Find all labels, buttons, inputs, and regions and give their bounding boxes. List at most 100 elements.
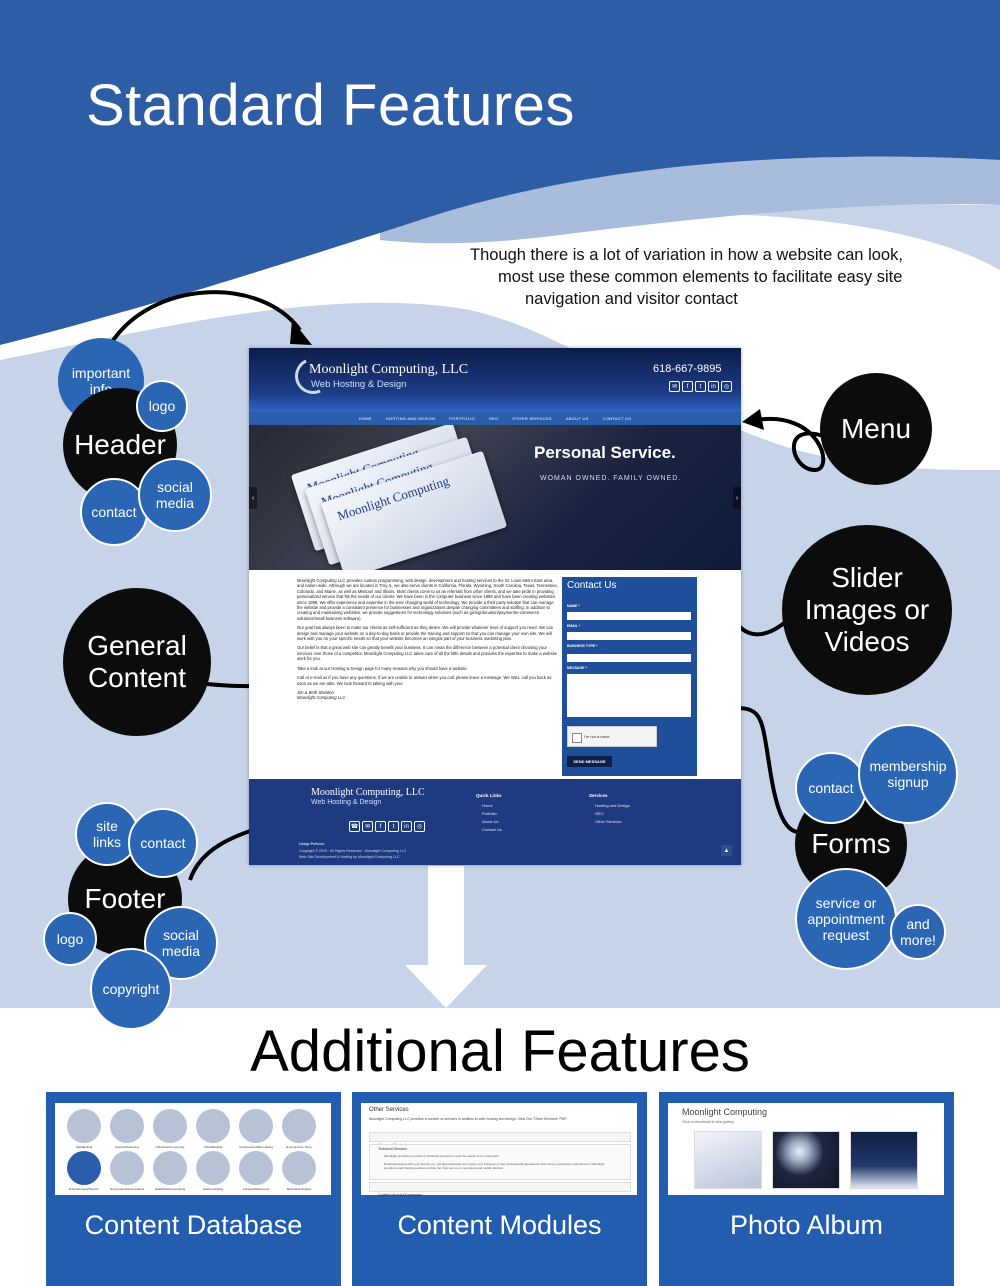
nav-hosting[interactable]: HOSTING AND DESIGN xyxy=(385,416,436,421)
linkedin-icon[interactable]: in xyxy=(401,821,412,832)
phone-icon[interactable]: ☎ xyxy=(349,821,360,832)
footer-label: Footer xyxy=(84,883,166,914)
photo-album-thumbnail: Moonlight Computing Click on thumbnail t… xyxy=(668,1103,944,1195)
social-media-header-label: social media xyxy=(155,479,195,511)
copyright-label: copyright xyxy=(102,981,160,997)
captcha-checkbox[interactable] xyxy=(572,733,582,743)
footer-link-home[interactable]: Home xyxy=(482,803,493,808)
contact-form-title: Contact Us xyxy=(567,580,617,591)
footer-link-seo[interactable]: SEO xyxy=(595,811,604,816)
album-photo[interactable] xyxy=(850,1131,918,1189)
db-caption: Construction/Remodeling xyxy=(239,1145,273,1149)
twitter-icon[interactable]: t xyxy=(388,821,399,832)
social-media-footer-label: social media xyxy=(161,927,201,959)
footer-logo-subtitle: Web Hosting & Design xyxy=(311,799,382,806)
nav-home[interactable]: HOME xyxy=(358,416,372,421)
hero-title: Personal Service. xyxy=(534,443,676,462)
general-content: Moonlight Computing LLC provides custom … xyxy=(297,578,559,701)
social-media-header-bubble: social media xyxy=(138,458,212,532)
album-subtitle: Click on thumbnail to view gallery xyxy=(682,1120,734,1124)
content-modules-label: Content Modules xyxy=(397,1210,602,1240)
slider-bubble: Slider Images or Videos xyxy=(782,525,952,695)
content-database-label: Content Database xyxy=(84,1210,303,1240)
website-mockup: Moonlight Computing, LLC Web Hosting & D… xyxy=(249,348,741,865)
db-item-icon xyxy=(110,1109,144,1143)
db-caption: Clinic/Medical xyxy=(203,1145,223,1149)
album-title: Moonlight Computing xyxy=(682,1107,768,1117)
footer-link-contact[interactable]: Contact Us xyxy=(482,827,502,832)
site-logo-subtitle: Web Hosting & Design xyxy=(311,379,407,390)
site-phone[interactable]: 618-667-9895 xyxy=(653,363,722,375)
photo-album-label: Photo Album xyxy=(729,1210,884,1240)
contact-header-label: contact xyxy=(91,504,137,520)
twitter-icon[interactable]: t xyxy=(695,381,706,392)
header-label: Header xyxy=(74,429,166,460)
db-caption: Government/Associations xyxy=(109,1187,145,1191)
site-header: Moonlight Computing, LLC Web Hosting & D… xyxy=(249,348,741,412)
db-caption: Churches/Community xyxy=(155,1145,185,1149)
instagram-icon[interactable]: ◎ xyxy=(414,821,425,832)
nav-about[interactable]: ABOUT US xyxy=(565,416,589,421)
slider-label: Slider Images or Videos xyxy=(804,562,930,657)
db-caption: E-Commerce Store xyxy=(286,1145,312,1149)
db-item-icon xyxy=(282,1151,316,1185)
slider-next-icon[interactable]: › xyxy=(733,487,741,509)
nav-other-services[interactable]: OTHER SERVICES xyxy=(512,416,552,421)
modules-section-label[interactable]: Technical Services xyxy=(378,1147,407,1151)
db-item-icon xyxy=(153,1151,187,1185)
content-database-thumbnail: Alphabetical Animal Sheltering Churches/… xyxy=(55,1103,331,1195)
modules-section-label[interactable]: Content Modules/Databases xyxy=(378,1193,423,1197)
membership-signup-label: membership signup xyxy=(869,758,947,790)
nav-portfolio[interactable]: PORTFOLIO xyxy=(449,416,476,421)
additional-features-title: Additional Features xyxy=(250,1019,750,1084)
feature-photo-album: Moonlight Computing Click on thumbnail t… xyxy=(659,1092,954,1286)
footer-social-icons: ☎ ✉ f t in ◎ xyxy=(349,821,425,832)
hero-slider: Moonlight Computing Moonlight Computing … xyxy=(249,425,741,570)
db-caption: Musicians/Studios xyxy=(286,1187,312,1191)
footer-link-hosting[interactable]: Hosting and Design xyxy=(595,803,630,808)
page-title: Standard Features xyxy=(86,73,575,138)
modules-detail: Email associated with your domain (i.e. … xyxy=(384,1162,605,1170)
facebook-icon[interactable]: f xyxy=(375,821,386,832)
db-caption: Animal Sheltering xyxy=(115,1145,139,1149)
message-field[interactable] xyxy=(567,674,691,717)
footer-copyright: Copyright © 2019 · All Rights Reserved ·… xyxy=(299,849,407,853)
site-links-label: site links xyxy=(92,818,121,850)
social-icons: ✉ f t in ◎ xyxy=(669,381,732,392)
signature: Jim & Beth Sheldon xyxy=(297,689,334,695)
db-item-icon xyxy=(153,1109,187,1143)
email-icon[interactable]: ✉ xyxy=(362,821,373,832)
db-caption: Healthcare/Counseling xyxy=(154,1187,186,1191)
menu-bubble: Menu xyxy=(820,373,932,485)
album-photo[interactable] xyxy=(694,1131,762,1189)
scroll-top-icon[interactable]: ▲ xyxy=(721,845,732,856)
nav-seo[interactable]: SEO xyxy=(489,416,499,421)
instagram-icon[interactable]: ◎ xyxy=(721,381,732,392)
send-message-button[interactable]: SEND MESSAGE xyxy=(567,756,612,767)
nav-contact[interactable]: CONTACT US xyxy=(602,416,632,421)
contact-forms-bubble: contact xyxy=(795,752,867,824)
album-photo[interactable] xyxy=(772,1131,840,1189)
db-item-icon xyxy=(67,1109,101,1143)
site-footer: Moonlight Computing, LLC Web Hosting & D… xyxy=(249,779,741,865)
intro-line-2: most use these common elements to facili… xyxy=(498,268,903,286)
footer-policies[interactable]: Usage Policies xyxy=(299,842,325,846)
footer-link-portfolio[interactable]: Portfolio xyxy=(482,811,497,816)
email-field[interactable] xyxy=(567,632,691,640)
contact-header-bubble: contact xyxy=(80,478,148,546)
footer-link-other-services[interactable]: Other Services xyxy=(595,819,622,824)
footer-logo[interactable]: Moonlight Computing, LLC xyxy=(311,787,425,798)
business-type-field[interactable] xyxy=(567,654,691,662)
modules-intro: Moonlight Computing LLC provides a numbe… xyxy=(369,1117,568,1121)
email-icon[interactable]: ✉ xyxy=(669,381,680,392)
facebook-icon[interactable]: f xyxy=(682,381,693,392)
site-logo[interactable]: Moonlight Computing, LLC xyxy=(309,362,469,377)
footer-link-about[interactable]: About Us xyxy=(482,819,499,824)
slider-prev-icon[interactable]: ‹ xyxy=(249,487,257,509)
db-caption: Lifestyle/Retirement xyxy=(242,1187,270,1191)
modules-section: Content Modules/Databases xyxy=(369,1182,631,1197)
name-field[interactable] xyxy=(567,612,691,620)
service-request-bubble: service or appointment request xyxy=(795,868,897,970)
linkedin-icon[interactable]: in xyxy=(708,381,719,392)
modules-detail: Moonlight provides a number of technical… xyxy=(384,1154,500,1158)
